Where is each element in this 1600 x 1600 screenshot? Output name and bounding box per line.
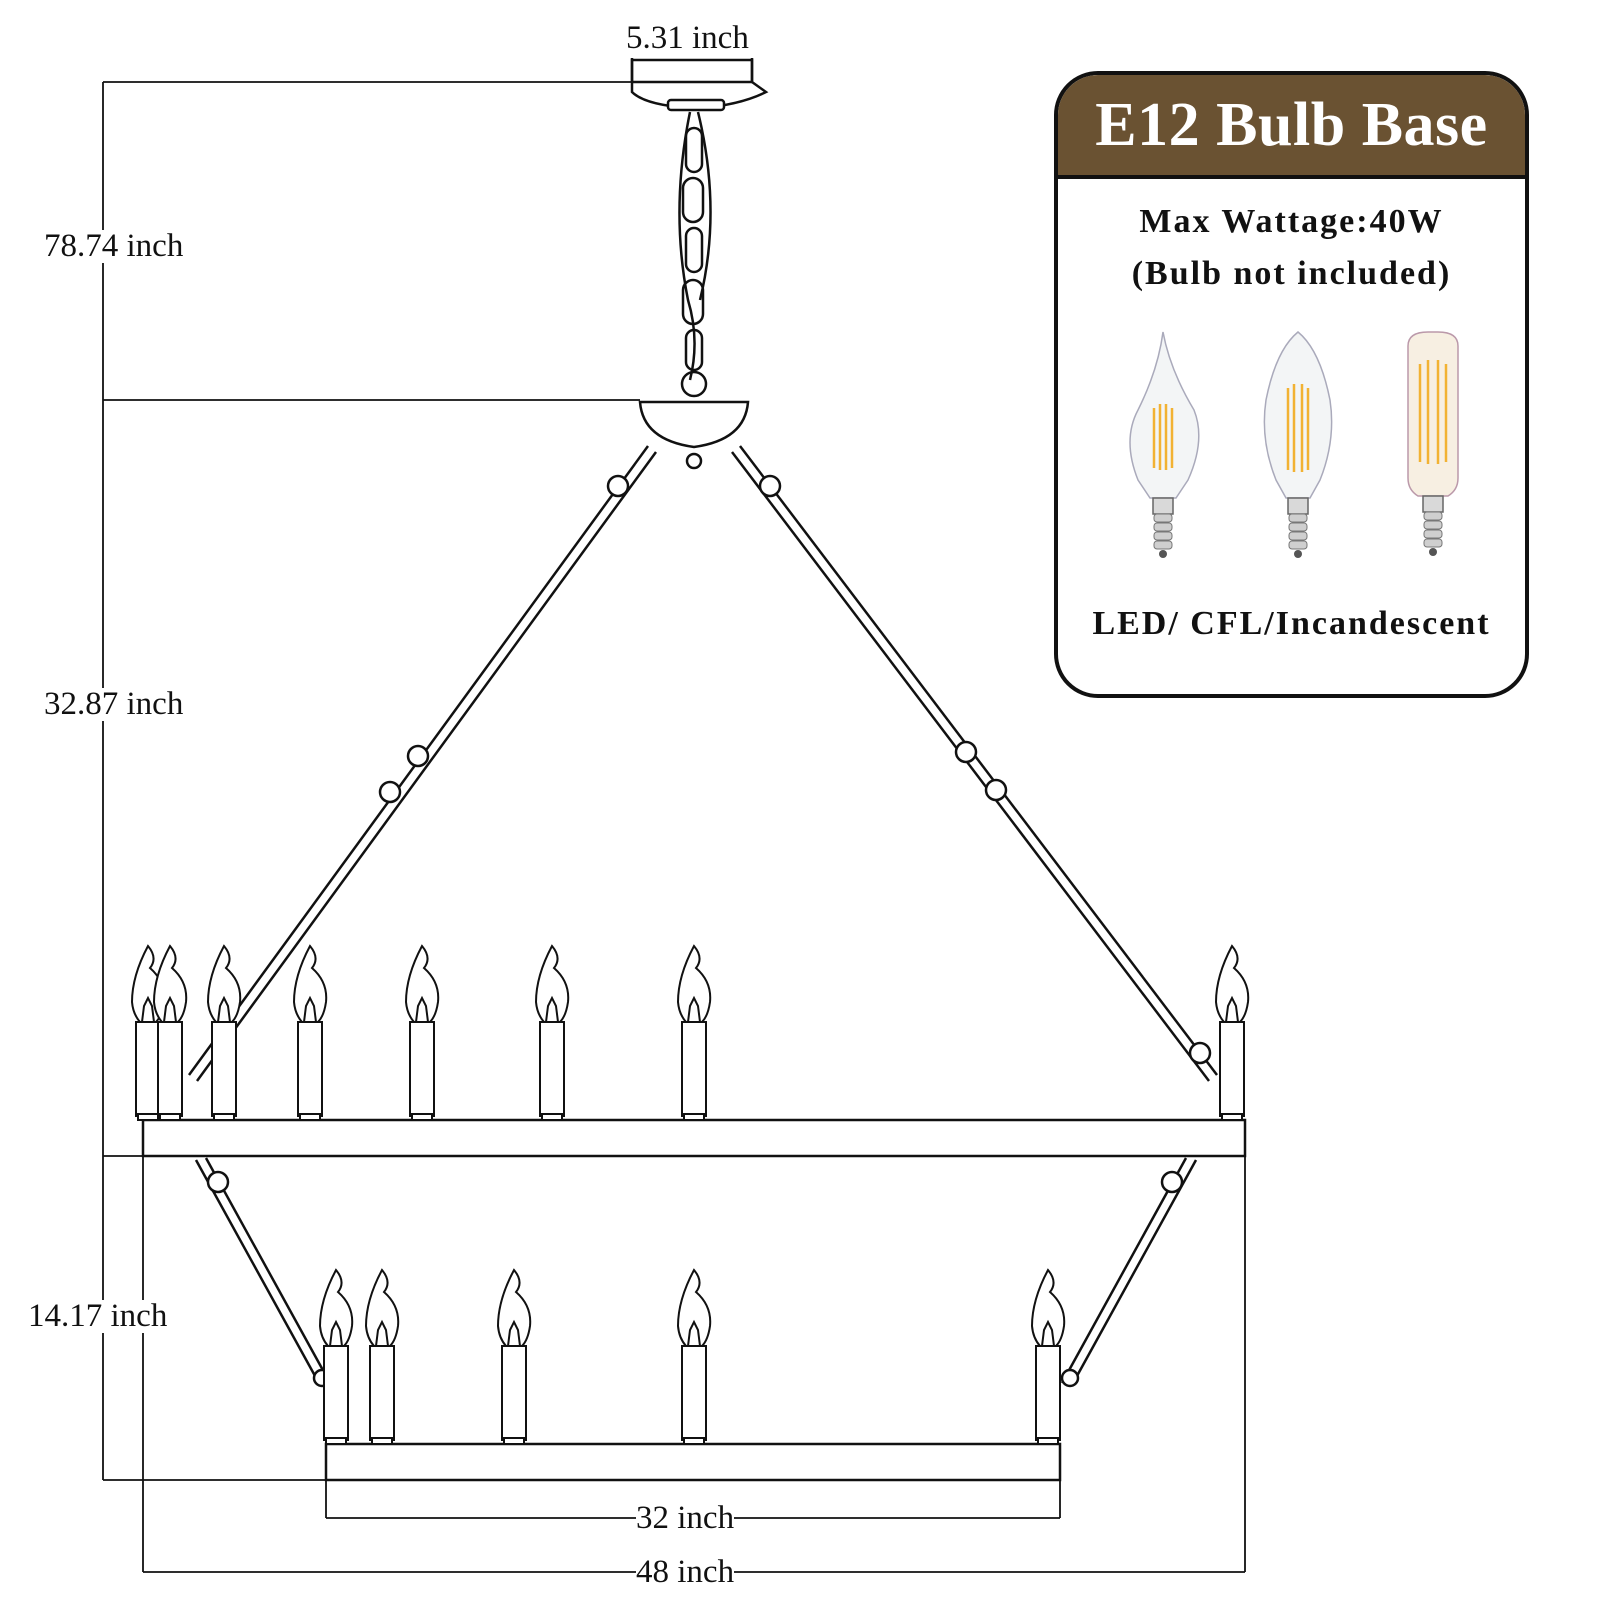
upper-ring [141,1118,1247,1158]
candle-icon [676,944,712,1121]
card-header: E12 Bulb Base [1058,75,1525,179]
lower-arms [194,1157,1198,1388]
tubular-bulb-icon [1407,331,1459,556]
max-wattage-text: Max Wattage:40W [1139,203,1444,240]
candle-icon [1030,1268,1066,1445]
chain [678,111,712,398]
chain-height-label: 78.74 inch [44,228,184,264]
candle-icon [404,944,440,1121]
candles [130,944,1250,1445]
flame-tip-bulb-icon [1129,331,1200,558]
upper-height-label: 32.87 inch [44,686,184,722]
upper-diameter-label: 48 inch [636,1554,735,1590]
candle-icon [496,1268,532,1445]
torpedo-bulb-icon [1263,331,1333,558]
upper-arms [187,445,1218,1082]
candle-icon [364,1268,400,1445]
lower-diameter-label: 32 inch [636,1500,735,1536]
candle-icon [676,1268,712,1445]
bulb-types-text: LED/ CFL/Incandescent [1092,605,1491,642]
canopy-width-label: 5.31 inch [626,20,749,56]
card-title: E12 Bulb Base [1095,90,1488,159]
lower-ring [324,1442,1062,1482]
candle-icon [318,1268,354,1445]
hub [638,400,750,449]
bulb-note-text: (Bulb not included) [1131,255,1452,292]
bulb-info-card: E12 Bulb Base Max Wattage:40W (Bulb not … [1054,71,1529,698]
candle-icon [206,944,242,1121]
bulb-icons [1129,331,1459,558]
candle-icon [152,944,188,1121]
lower-height-label: 14.17 inch [28,1298,168,1334]
candle-icon [1214,944,1250,1121]
candle-icon [534,944,570,1121]
candle-icon [292,944,328,1121]
